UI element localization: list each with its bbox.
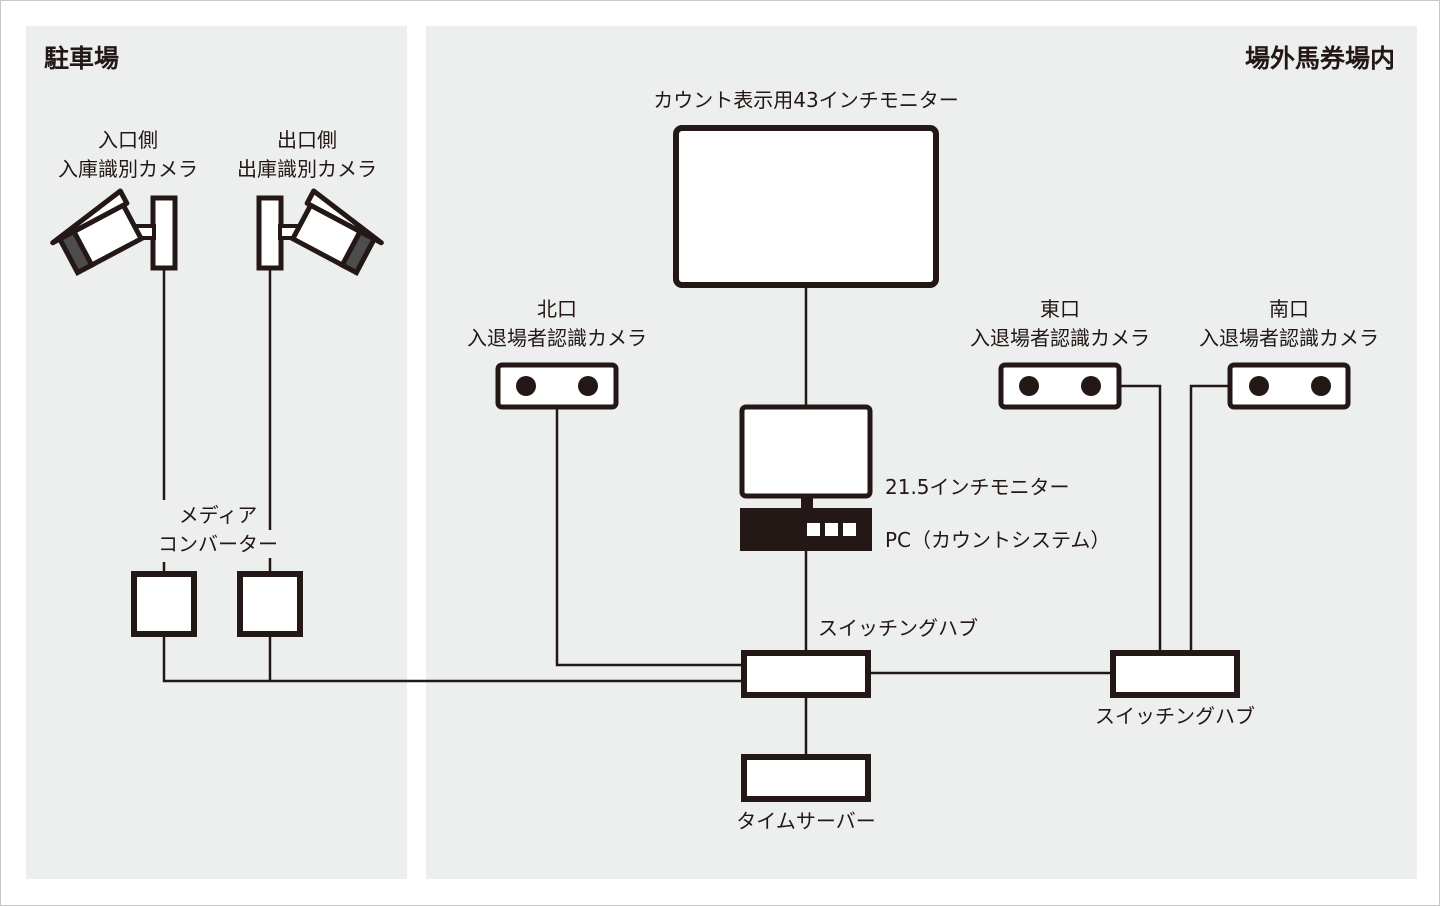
east-camera-label-line2: 入退場者認識カメラ bbox=[970, 326, 1150, 350]
south-camera-label-line2: 入退場者認識カメラ bbox=[1199, 326, 1379, 350]
line-north-camera-to-hub bbox=[555, 408, 742, 667]
parking-title: 駐車場 bbox=[44, 44, 120, 73]
entry-camera-icon bbox=[50, 188, 178, 276]
media-converter-label-line2: コンバーター bbox=[158, 532, 278, 556]
entry-camera-label-line1: 入口側 bbox=[98, 128, 158, 152]
exit-camera-label-line1: 出口側 bbox=[277, 128, 337, 152]
east-camera-label: 東口 入退場者認識カメラ bbox=[955, 295, 1165, 353]
line-south-camera-to-sub-hub bbox=[1189, 384, 1230, 650]
north-camera-label: 北口 入退場者認識カメラ bbox=[452, 295, 662, 353]
media-converter-label: メディア コンバーター bbox=[148, 501, 288, 559]
east-camera-icon bbox=[998, 362, 1122, 410]
parking-zone bbox=[26, 26, 407, 879]
main-hub-label: スイッチングハブ bbox=[818, 616, 978, 640]
south-camera-icon bbox=[1227, 362, 1351, 410]
media-converter-1 bbox=[131, 571, 197, 637]
east-camera-label-line1: 東口 bbox=[1040, 297, 1080, 321]
small-monitor-icon bbox=[739, 404, 873, 499]
south-camera-label: 南口 入退場者認識カメラ bbox=[1184, 295, 1394, 353]
count-monitor-label: カウント表示用43インチモニター bbox=[653, 88, 959, 112]
pc-label: PC（カウントシステム） bbox=[885, 528, 1111, 552]
count-monitor-icon bbox=[673, 125, 939, 288]
media-converter-2 bbox=[237, 571, 303, 637]
exit-camera-label: 出口側 出庫識別カメラ bbox=[226, 126, 388, 184]
time-server bbox=[741, 754, 871, 802]
time-server-label: タイムサーバー bbox=[736, 809, 876, 833]
venue-title: 場外馬券場内 bbox=[1244, 44, 1395, 73]
sub-hub-label: スイッチングハブ bbox=[1095, 704, 1255, 728]
line-east-camera-to-sub-hub bbox=[1120, 384, 1162, 650]
north-camera-label-line1: 北口 bbox=[537, 297, 577, 321]
entry-camera-label-line2: 入庫識別カメラ bbox=[58, 157, 198, 181]
entry-camera-label: 入口側 入庫識別カメラ bbox=[48, 126, 208, 184]
line-converters-to-hub bbox=[162, 635, 742, 683]
media-converter-label-line1: メディア bbox=[178, 503, 258, 527]
north-camera-icon bbox=[495, 362, 619, 410]
north-camera-label-line2: 入退場者認識カメラ bbox=[467, 326, 647, 350]
south-camera-label-line1: 南口 bbox=[1269, 297, 1309, 321]
connection-lines bbox=[162, 268, 1230, 756]
desktop-pc-icon bbox=[739, 404, 873, 551]
sub-switching-hub bbox=[1110, 650, 1240, 698]
main-switching-hub bbox=[741, 650, 871, 698]
small-monitor-label: 21.5インチモニター bbox=[885, 475, 1070, 499]
exit-camera-label-line2: 出庫識別カメラ bbox=[237, 157, 377, 181]
exit-camera-icon bbox=[256, 188, 384, 276]
